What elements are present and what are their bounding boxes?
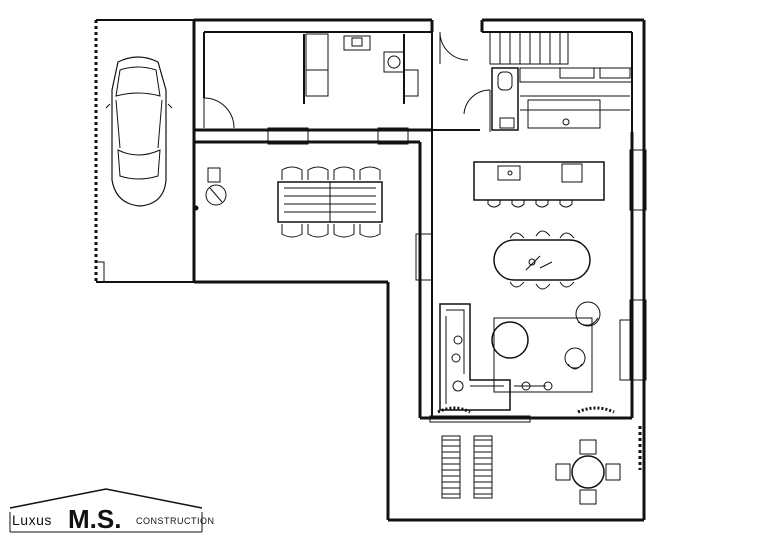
living-area [437, 301, 615, 414]
outdoor-dining-table [277, 166, 383, 238]
lounge-chairs [441, 435, 493, 499]
logo-prefix: Luxus [12, 512, 52, 528]
stairs [489, 31, 569, 65]
car-icon [105, 56, 173, 207]
logo-roof-icon [9, 488, 203, 533]
grill-icon [193, 167, 227, 211]
logo-suffix: CONSTRUCTION [136, 516, 215, 526]
logo-main: M.S. [68, 504, 122, 534]
walls [192, 18, 646, 522]
kitchen-island [473, 161, 605, 208]
patio-table [555, 439, 621, 505]
dining-table [493, 230, 591, 290]
service-rooms [303, 33, 419, 104]
company-logo: Luxus M.S. CONSTRUCTION [8, 486, 214, 534]
doors [203, 31, 491, 132]
carport [94, 19, 194, 283]
windows [267, 127, 647, 423]
inner-walls [194, 31, 634, 420]
bathroom [491, 67, 633, 131]
